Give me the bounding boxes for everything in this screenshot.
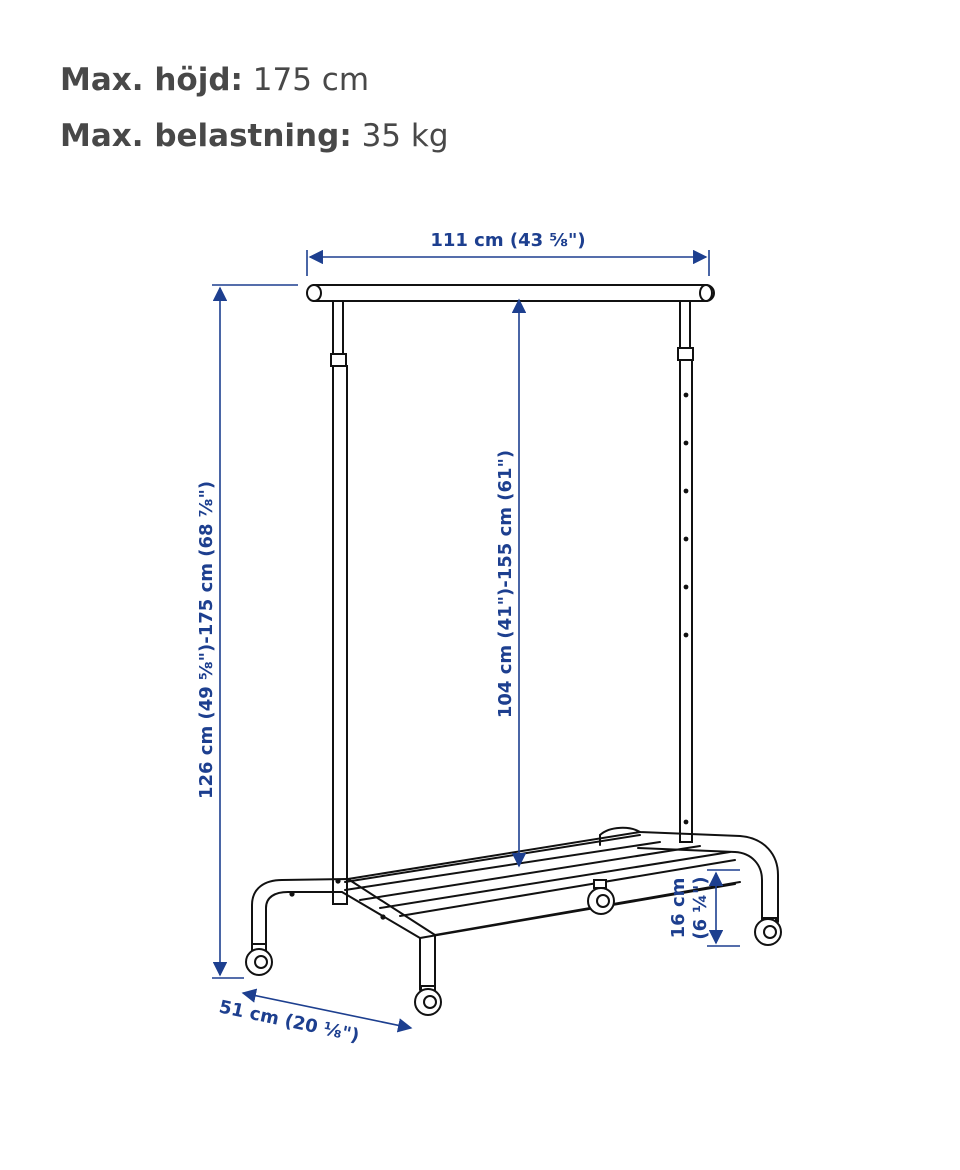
shelf-height-dimension: 16 cm (6 ¼") bbox=[668, 869, 740, 947]
shelf-height-in-label: (6 ¼") bbox=[690, 876, 711, 939]
max-height-value: 175 cm bbox=[252, 62, 370, 98]
hanging-height-dimension: 104 cm (41")-155 cm (61") bbox=[495, 298, 527, 868]
shelf-rods bbox=[344, 834, 736, 917]
hanging-height-label: 104 cm (41")-155 cm (61") bbox=[495, 450, 516, 718]
max-height-spec: Max. höjd: 175 cm bbox=[60, 52, 449, 108]
specs-block: Max. höjd: 175 cm Max. belastning: 35 kg bbox=[60, 52, 449, 164]
left-upright bbox=[330, 300, 348, 905]
max-height-label: Max. höjd: bbox=[60, 62, 243, 98]
max-load-label: Max. belastning: bbox=[60, 118, 352, 154]
total-height-dimension: 126 cm (49 ⅝")-175 cm (68 ⅞") bbox=[196, 284, 298, 979]
width-dimension: 111 cm (43 ⅝") bbox=[306, 230, 710, 276]
caster-wheels bbox=[245, 879, 782, 1016]
max-load-spec: Max. belastning: 35 kg bbox=[60, 108, 449, 164]
wheel-back-right bbox=[754, 917, 782, 946]
wheel-front-left bbox=[245, 943, 273, 976]
base-back bbox=[599, 826, 779, 923]
shelf-height-cm-label: 16 cm bbox=[668, 878, 689, 939]
width-label: 111 cm (43 ⅝") bbox=[430, 230, 585, 251]
wheel-front-right bbox=[414, 985, 442, 1016]
wheel-back-left bbox=[587, 879, 615, 915]
depth-label: 51 cm (20 ⅛") bbox=[217, 997, 361, 1047]
base-front bbox=[251, 831, 741, 993]
depth-dimension: 51 cm (20 ⅛") bbox=[217, 988, 413, 1047]
max-load-value: 35 kg bbox=[361, 118, 449, 154]
top-bar bbox=[306, 284, 715, 302]
rack-illustration bbox=[245, 284, 782, 1016]
right-upright bbox=[677, 300, 694, 843]
total-height-label: 126 cm (49 ⅝")-175 cm (68 ⅞") bbox=[196, 481, 217, 799]
